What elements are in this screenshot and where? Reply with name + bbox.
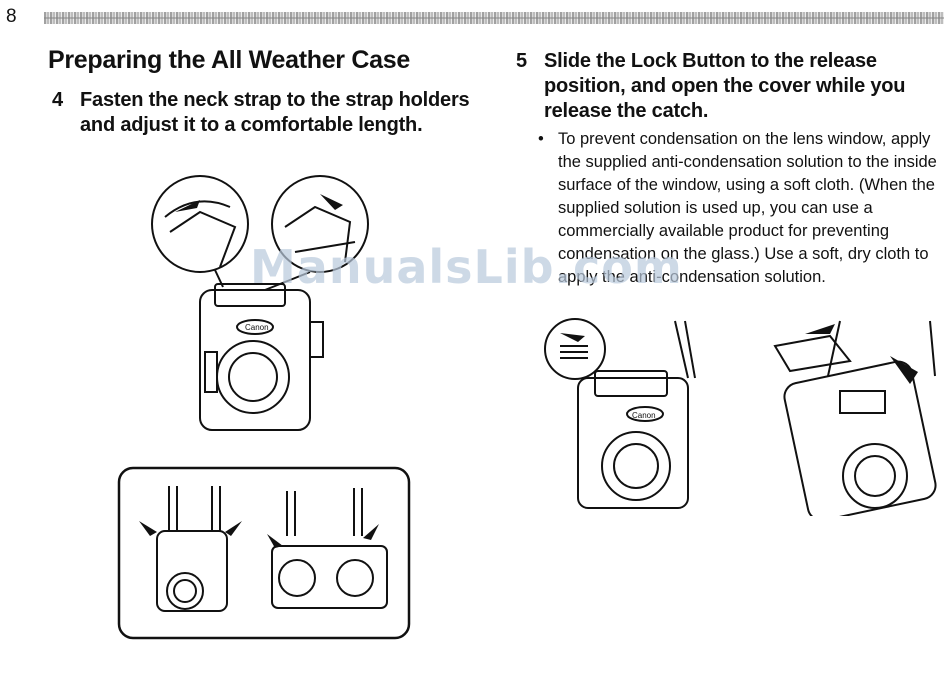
step-5: 5 Slide the Lock Button to the release p…: [516, 49, 944, 124]
header-decoration: [44, 12, 944, 24]
page-number: 8: [6, 6, 17, 27]
step-5-text: Slide the Lock Button to the release pos…: [544, 50, 906, 122]
condensation-note: • To prevent condensation on the lens wi…: [538, 128, 944, 289]
step-4-number: 4: [52, 89, 63, 111]
section-title: Preparing the All Weather Case: [48, 46, 410, 74]
strap-detail-right-circle: [271, 175, 369, 273]
brand-label-2: Canon: [632, 411, 656, 420]
watermark: ManualsLib.com: [250, 240, 683, 294]
condensation-note-text: To prevent condensation on the lens wind…: [558, 130, 937, 286]
step-5-number: 5: [516, 50, 527, 72]
strap-holders-illustration: [117, 466, 411, 640]
bullet-icon: •: [538, 130, 544, 148]
step-4: 4 Fasten the neck strap to the strap hol…: [52, 88, 490, 138]
strap-attachment-illustration: Canon: [151, 175, 369, 431]
lock-detail-circle: [544, 318, 606, 380]
brand-label: Canon: [245, 323, 269, 332]
open-cover-illustration: Canon: [544, 318, 937, 516]
figure-frame: [117, 466, 411, 640]
step-4-text: Fasten the neck strap to the strap holde…: [80, 89, 470, 136]
strap-detail-left-circle: [151, 175, 249, 273]
